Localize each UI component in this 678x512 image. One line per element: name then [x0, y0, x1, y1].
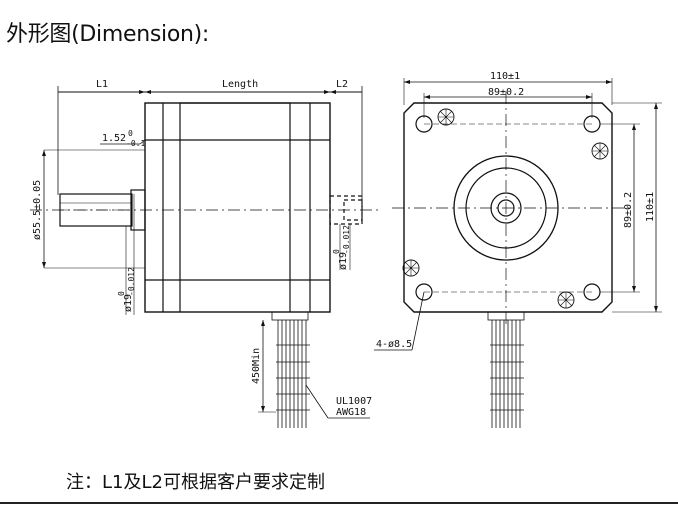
shaft-dia-right-sup: 0: [332, 249, 341, 254]
footer-note: 注：L1及L2可根据客户要求定制: [66, 472, 325, 493]
shaft-step-sup: 0: [128, 129, 133, 138]
side-view: [30, 86, 380, 428]
wire-spec-line-2: AWG18: [336, 407, 366, 418]
outer-width-label: 110±1: [490, 71, 520, 82]
hole-spacing-h-label: 89±0.2: [488, 87, 524, 98]
hole-spacing-v-label: 89±0.2: [623, 192, 634, 228]
bottom-divider: [0, 502, 678, 504]
page-title: 外形图(Dimension):: [6, 22, 210, 47]
shaft-dia-left-sub: -0.012: [127, 267, 136, 296]
shaft-step-label: 1.52: [102, 133, 126, 144]
shaft-step-sub: -0.1: [126, 139, 145, 148]
holes-label: 4-ø8.5: [376, 339, 412, 350]
l1-label: L1: [96, 79, 108, 90]
lead-length-label: 450Min: [251, 348, 262, 384]
length-label: Length: [222, 79, 258, 90]
shaft-dia-right-label: ø19: [338, 252, 349, 270]
shaft-dia-left-sup: 0: [117, 291, 126, 296]
outer-height-label: 110±1: [645, 192, 656, 222]
front-view: [374, 78, 662, 428]
boss-dia-label: ø55.5±0.05: [32, 180, 43, 240]
wire-spec-line-1: UL1007: [336, 396, 372, 407]
l2-label: L2: [336, 79, 348, 90]
shaft-dia-left-label: ø19: [123, 294, 134, 312]
shaft-dia-right-sub: -0.012: [342, 225, 351, 254]
